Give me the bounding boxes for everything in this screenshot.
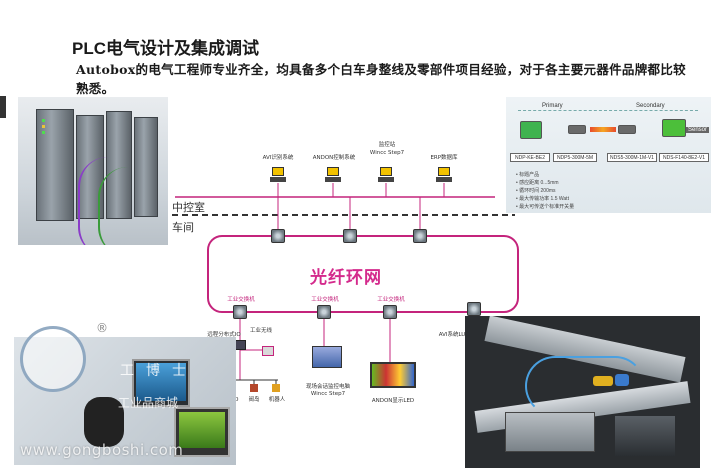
status-led [42, 119, 45, 122]
spec-note: • 最大传输功率 1.5 Watt [516, 196, 569, 202]
computer-icon [378, 167, 394, 183]
ring-switch-icon [343, 229, 357, 243]
status-led [42, 125, 45, 128]
wireless-ap-icon [262, 346, 274, 356]
spec-note: • 标题产品 [516, 172, 540, 178]
spec-note: • 感应距离 0...5mm [516, 180, 559, 186]
avi-switch-icon [467, 302, 481, 316]
cylinder-block [505, 412, 595, 452]
station-label: 监控站 Wincc Step7 [369, 142, 405, 156]
workshop-label: 车间 [172, 221, 194, 234]
fixture-base [615, 416, 675, 456]
sensor-connector-label: Sensor [686, 127, 710, 133]
page-title: PLC电气设计及集成调试 [72, 39, 259, 58]
pneumatic-hose [525, 356, 645, 416]
spec-note: • 最大可传送个标准开关量 [516, 204, 575, 210]
field-switch-label: 工业交换机 [377, 297, 405, 303]
profibus-cable [78, 157, 138, 245]
mascot-logo-icon [20, 326, 86, 392]
handheld-panel-icon [84, 397, 124, 447]
part-tag: NDS-F140-8E2-V1 [659, 153, 709, 162]
robot-icon [272, 384, 280, 392]
field-device-label: ANDON显示LED [371, 398, 415, 404]
control-room-label: 中控室 [172, 201, 205, 214]
watermark-cn-sub: 工业品商城 [118, 396, 179, 410]
status-led [42, 131, 45, 134]
part-tag: NDP5-300M-5M [553, 153, 597, 162]
divider-line [518, 110, 698, 111]
sensor-coupler-panel: Primary Secondary Sensor NDP-KE-BE2 NDP5… [506, 97, 711, 213]
hmi-screen [136, 363, 186, 401]
io-label: 机器人 [268, 397, 286, 403]
watermark-site: www.gongboshi.com [20, 441, 184, 459]
field-device-label: 工业无线 [249, 328, 272, 334]
secondary-label: Secondary [636, 103, 665, 109]
field-switch-label: 工业交换机 [227, 297, 255, 303]
valve-island-icon [250, 384, 258, 392]
station-label: ERP数据库 [430, 155, 458, 161]
ring-switch-icon [271, 229, 285, 243]
left-edge-marker [0, 96, 6, 118]
part-tag: NDS5-300M-1M-V1 [607, 153, 657, 162]
field-switch-icon [233, 305, 247, 319]
assembly-fixture-photo [465, 316, 700, 468]
station-label: AVI识别系统 [262, 155, 294, 161]
ethernet-cable [98, 167, 168, 245]
computer-icon [436, 167, 452, 183]
inductive-coupling-arrow [590, 127, 616, 132]
computer-icon [270, 167, 286, 183]
primary-sensor-head-icon [568, 125, 586, 134]
andon-display-icon [370, 362, 416, 388]
hmi-panels-photo [14, 337, 236, 465]
plc-rack-photo [18, 97, 168, 245]
registered-mark: ® [96, 321, 108, 335]
watermark-cn-name: 工博士 [120, 363, 198, 379]
field-device-label: 远程分布式IO [207, 332, 241, 338]
ring-switch-icon [413, 229, 427, 243]
field-device-label: 现场会话监控电脑 Wincc Step7 [305, 384, 350, 397]
monitoring-pc-icon [312, 346, 342, 368]
field-switch-icon [383, 305, 397, 319]
computer-icon [325, 167, 341, 183]
primary-module-icon [520, 121, 542, 139]
primary-label: Primary [542, 103, 563, 109]
field-switch-icon [317, 305, 331, 319]
avi-label: AVI系统LU [438, 332, 466, 338]
fiber-ring-label: 光纤环网 [310, 268, 382, 288]
hmi-screen [179, 412, 225, 448]
sensor-spec-notes: • 标题产品 • 感应距离 0...5mm • 循环时间 200ms • 最大传… [516, 171, 574, 211]
spec-note: • 循环时间 200ms [516, 188, 556, 194]
secondary-sensor-head-icon [618, 125, 636, 134]
station-label: ANDON控制系统 [312, 155, 356, 161]
part-tag: NDP-KE-BE2 [510, 153, 550, 162]
page-description: Autobox的电气工程师专业齐全，均具备多个白车身整线及零部件项目经验，对于各… [76, 62, 686, 96]
io-label: 阀岛 [248, 397, 260, 403]
fiber-ring-line [207, 235, 519, 313]
field-switch-label: 工业交换机 [311, 297, 339, 303]
secondary-io-block-icon [662, 119, 686, 137]
